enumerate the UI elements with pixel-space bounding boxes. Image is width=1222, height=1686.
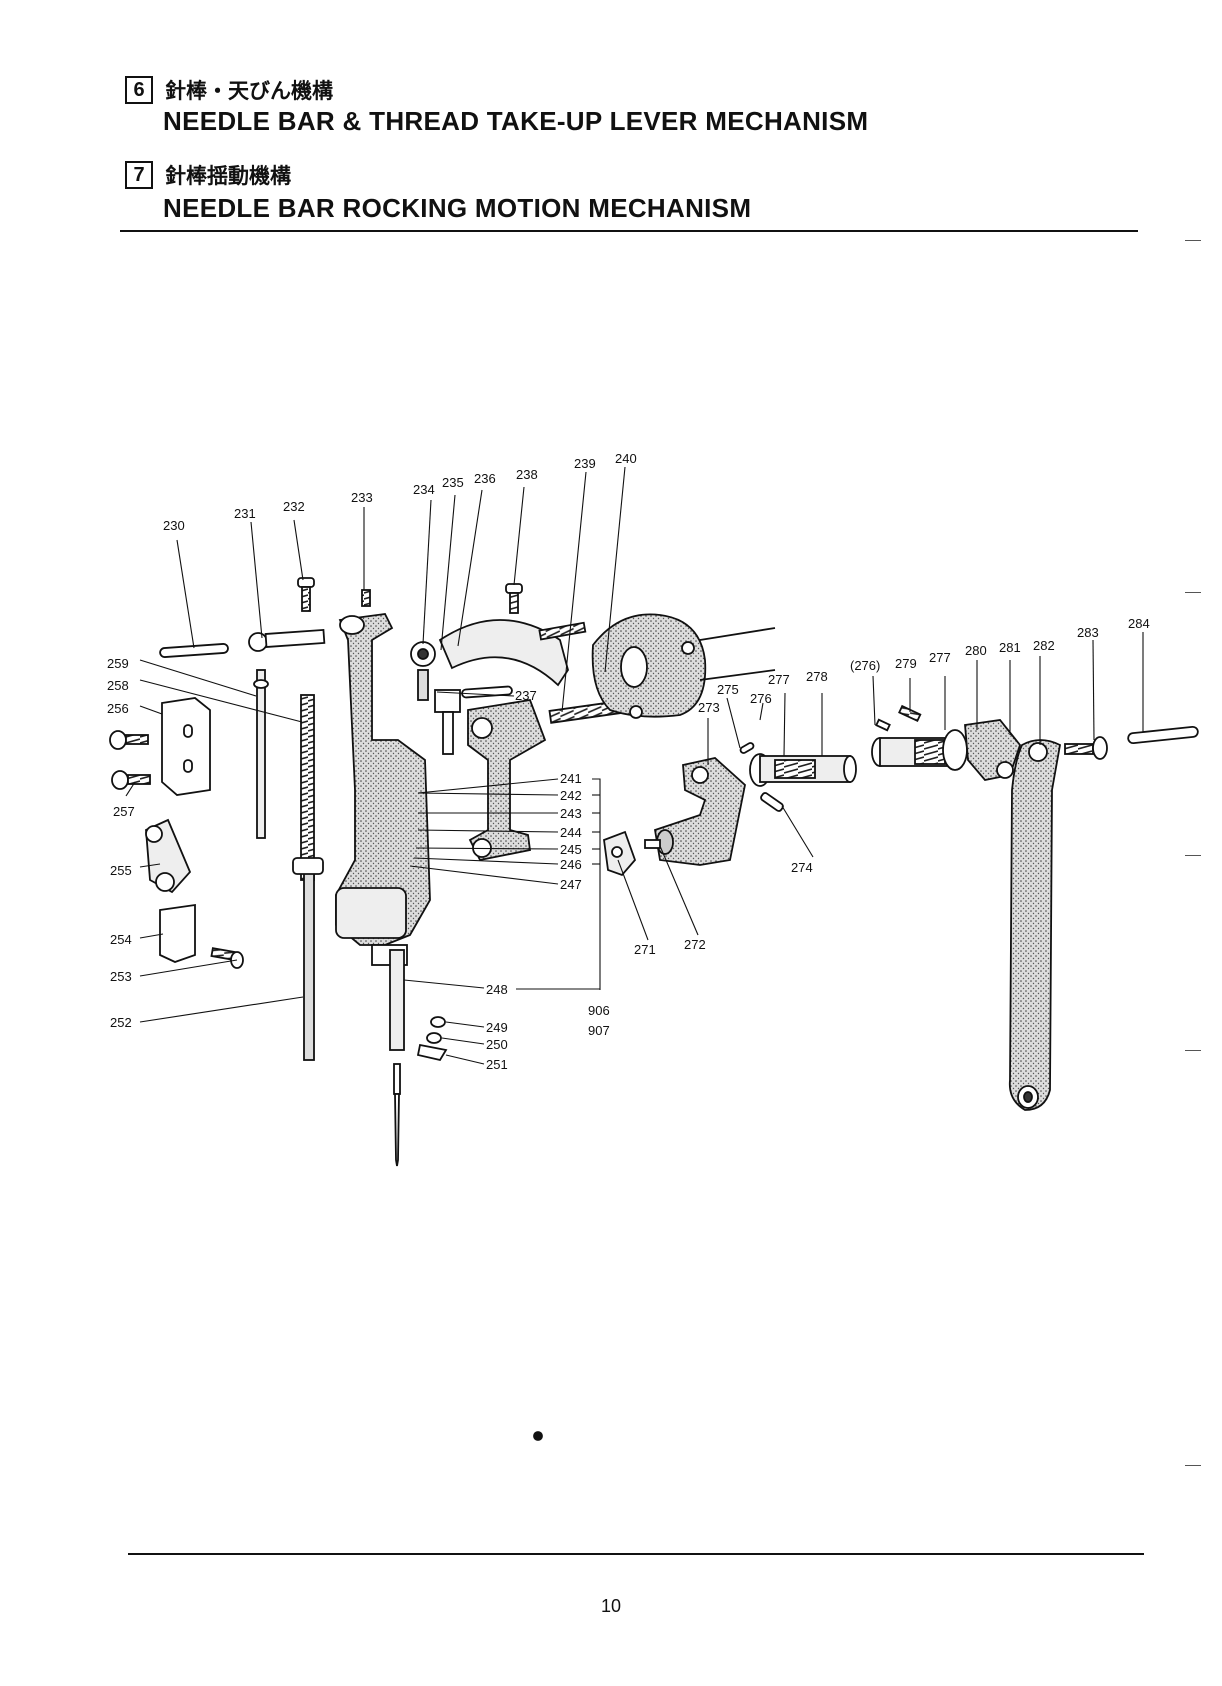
part-label-259: 259 xyxy=(107,656,129,671)
screws-257 xyxy=(110,731,150,789)
rocking-shaft xyxy=(872,730,967,770)
link-255 xyxy=(146,820,190,892)
part-label-284: 284 xyxy=(1128,616,1150,631)
part-label-273: 273 xyxy=(698,700,720,715)
part-label-243: 243 xyxy=(560,806,582,821)
part-label-232: 232 xyxy=(283,499,305,514)
set-screw-233 xyxy=(362,590,370,606)
collar-280-281 xyxy=(965,720,1020,780)
pin-284 xyxy=(1128,726,1199,743)
part-label-231: 231 xyxy=(234,506,256,521)
take-up-cam xyxy=(593,614,775,718)
part-label-235: 235 xyxy=(442,475,464,490)
needle xyxy=(394,1064,400,1166)
needle-bar-frame xyxy=(336,614,430,965)
screw-231 xyxy=(249,630,324,651)
part-label-276: 276 xyxy=(750,691,772,706)
rod-259 xyxy=(254,670,268,838)
part-label-272: 272 xyxy=(684,937,706,952)
page-number: 10 xyxy=(0,1596,1222,1617)
part-label-241: 241 xyxy=(560,771,582,786)
part-label-258: 258 xyxy=(107,678,129,693)
part-label-281: 281 xyxy=(999,640,1021,655)
part-label-254: 254 xyxy=(110,932,132,947)
part-label-234: 234 xyxy=(413,482,435,497)
screw-232 xyxy=(298,578,314,611)
part-label-907: 907 xyxy=(588,1023,610,1038)
screw-253 xyxy=(211,948,243,968)
part-label-282: 282 xyxy=(1033,638,1055,653)
part-label-233: 233 xyxy=(351,490,373,505)
needle-bar-248 xyxy=(390,950,404,1050)
part-label-237: 237 xyxy=(515,688,537,703)
screw-283 xyxy=(1065,737,1107,759)
block-256 xyxy=(162,698,210,795)
rocking-arm-282 xyxy=(1010,740,1060,1110)
part-label-253: 253 xyxy=(110,969,132,984)
part-label-278: 278 xyxy=(806,669,828,684)
part-label-256: 256 xyxy=(107,701,129,716)
crank-272 xyxy=(645,758,745,865)
part-label-245: 245 xyxy=(560,842,582,857)
part-label-246: 246 xyxy=(560,857,582,872)
needle-clamp-249-251 xyxy=(418,1017,446,1060)
part-label-274: 274 xyxy=(791,860,813,875)
part-label-239: 239 xyxy=(574,456,596,471)
part-label-257: 257 xyxy=(113,804,135,819)
link-lever-241-247 xyxy=(468,700,545,860)
part-label-251: 251 xyxy=(486,1057,508,1072)
part-label-276-ref: (276) xyxy=(850,658,880,673)
part-label-271: 271 xyxy=(634,942,656,957)
part-label-248: 248 xyxy=(486,982,508,997)
part-label-247: 247 xyxy=(560,877,582,892)
parts-drawing xyxy=(110,578,1198,1440)
part-label-277: 277 xyxy=(768,672,790,687)
part-label-255: 255 xyxy=(110,863,132,878)
part-label-249: 249 xyxy=(486,1020,508,1035)
registration-dot xyxy=(534,1432,542,1440)
part-label-906: 906 xyxy=(588,1003,610,1018)
part-label-242: 242 xyxy=(560,788,582,803)
part-label-240: 240 xyxy=(615,451,637,466)
shaft-273-278 xyxy=(750,754,856,786)
part-label-279: 279 xyxy=(895,656,917,671)
part-label-238: 238 xyxy=(516,467,538,482)
part-label-236: 236 xyxy=(474,471,496,486)
part-label-230: 230 xyxy=(163,518,185,533)
pin-276 xyxy=(739,742,754,754)
part-label-252: 252 xyxy=(110,1015,132,1030)
part-label-283: 283 xyxy=(1077,625,1099,640)
part-label-250: 250 xyxy=(486,1037,508,1052)
pin-274 xyxy=(760,792,784,812)
part-label-244: 244 xyxy=(560,825,582,840)
rod-252 xyxy=(293,858,323,1060)
bracket-254 xyxy=(160,905,195,962)
spring-258 xyxy=(301,695,314,880)
part-label-277-right: 277 xyxy=(929,650,951,665)
part-label-275: 275 xyxy=(717,682,739,697)
washer-271 xyxy=(604,832,635,875)
part-label-280: 280 xyxy=(965,643,987,658)
screw-238 xyxy=(506,584,522,613)
